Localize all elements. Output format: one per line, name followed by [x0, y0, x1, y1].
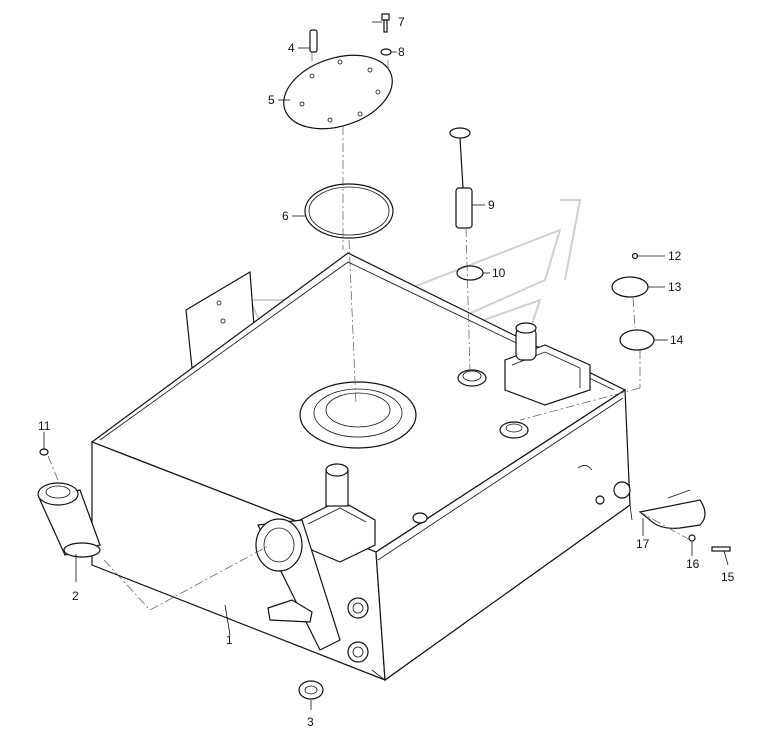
filter-element — [37, 482, 101, 558]
callout-15: 15 — [721, 570, 735, 584]
fuel-tank — [90, 252, 633, 682]
callout-5: 5 — [268, 93, 275, 107]
fuel-level-sender — [449, 127, 473, 229]
callout-11: 11 — [38, 419, 51, 433]
gasket-14 — [619, 329, 655, 351]
small-screw-12 — [631, 252, 639, 260]
callout-13: 13 — [668, 280, 682, 294]
cover-plate — [283, 54, 393, 130]
strap-bracket-17 — [638, 489, 706, 529]
o-ring — [456, 265, 484, 281]
leader-lines — [43, 21, 729, 710]
callout-8: 8 — [398, 45, 405, 59]
bolt-15 — [711, 546, 731, 552]
callout-1: 1 — [226, 633, 233, 647]
callout-3: 3 — [307, 715, 314, 729]
callout-14: 14 — [670, 333, 684, 347]
callout-17: 17 — [636, 537, 650, 551]
bolt — [381, 13, 390, 33]
gasket-ring — [304, 183, 394, 239]
callout-9: 9 — [488, 198, 495, 212]
stud — [309, 29, 318, 53]
callout-4: 4 — [288, 41, 295, 55]
callout-16: 16 — [686, 557, 700, 571]
washer — [380, 48, 392, 56]
callout-labels: 1 2 3 4 5 6 7 8 9 10 11 12 13 14 15 16 1… — [38, 15, 735, 729]
callout-10: 10 — [492, 266, 506, 280]
callout-6: 6 — [282, 209, 289, 223]
small-screw-11 — [39, 448, 49, 456]
cover-plate-13 — [611, 276, 649, 298]
callout-2: 2 — [72, 589, 79, 603]
center-lines — [47, 52, 691, 611]
callout-7: 7 — [398, 15, 405, 29]
drain-plug — [298, 680, 324, 700]
top-filler-flange — [299, 381, 417, 449]
callout-12: 12 — [668, 249, 682, 263]
